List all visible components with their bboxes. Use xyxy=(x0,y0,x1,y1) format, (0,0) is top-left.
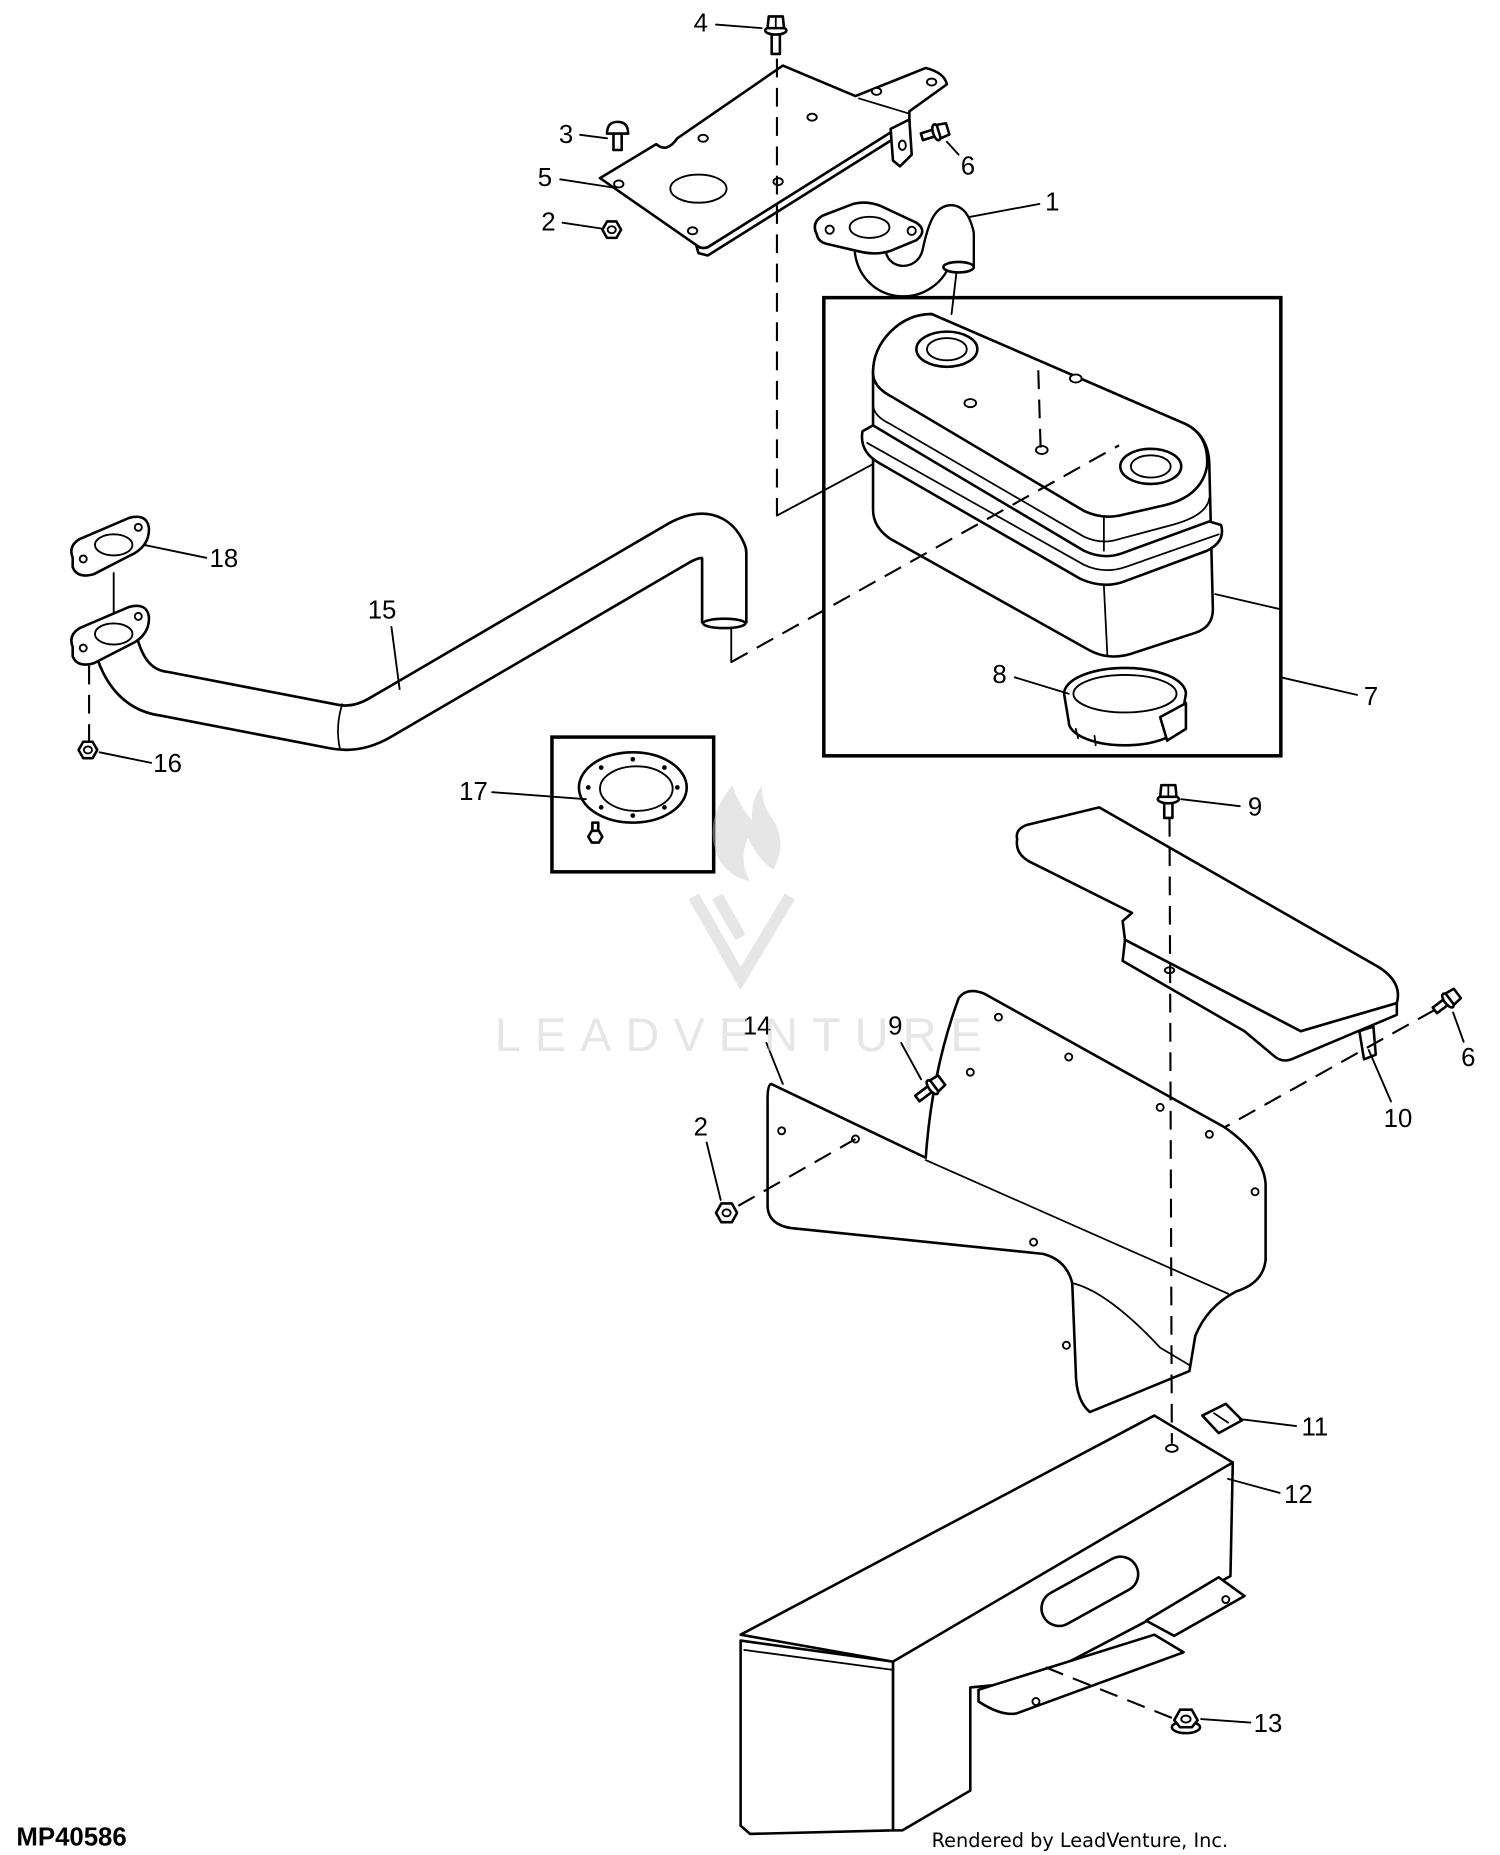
leader-line xyxy=(900,1041,923,1081)
gasket-kit-frame xyxy=(550,735,716,874)
flange-bolt xyxy=(1156,783,1181,820)
callout-4: 4 xyxy=(694,9,708,37)
leader-line xyxy=(705,1141,722,1201)
leader-line xyxy=(491,791,587,801)
leader-line xyxy=(765,1041,784,1085)
flange-bolt xyxy=(913,1074,947,1103)
leader-line xyxy=(1214,593,1282,611)
callout-11: 11 xyxy=(1301,1413,1328,1441)
callout-14: 14 xyxy=(743,1013,772,1041)
flange-nut xyxy=(1170,1708,1202,1735)
leader-line xyxy=(715,23,763,30)
watermark-v-icon xyxy=(688,893,795,991)
watermark: LEADVENTURE xyxy=(495,785,996,1061)
leader-line xyxy=(1180,798,1241,808)
exhaust-clamp xyxy=(1062,666,1188,747)
leader-line xyxy=(1013,676,1070,695)
screw xyxy=(586,821,604,844)
muffler-kit-frame xyxy=(822,295,1283,758)
alignment-line xyxy=(730,444,1120,664)
callout-2: 2 xyxy=(694,1113,708,1141)
callout-1: 1 xyxy=(1045,189,1059,217)
callout-6: 6 xyxy=(961,152,975,180)
callout-9: 9 xyxy=(888,1013,902,1041)
leader-line xyxy=(143,543,208,559)
callout-7: 7 xyxy=(1364,683,1378,711)
leader-line xyxy=(1200,1718,1252,1724)
watermark-flame-icon xyxy=(712,785,781,882)
pipe-flange xyxy=(70,604,151,666)
callout-17: 17 xyxy=(459,778,488,806)
alignment-line xyxy=(1224,1009,1435,1129)
callout-16: 16 xyxy=(153,750,182,778)
mounting-bracket xyxy=(598,64,949,257)
alignment-line xyxy=(950,273,958,315)
leader-line xyxy=(1367,1049,1392,1103)
leader-line xyxy=(1227,1477,1281,1494)
alignment-line xyxy=(737,1138,856,1207)
leader-line xyxy=(1279,676,1358,696)
callout-13: 13 xyxy=(1254,1710,1283,1738)
leader-line xyxy=(561,221,603,230)
leader-line xyxy=(98,751,153,764)
callout-3: 3 xyxy=(559,121,573,149)
callout-5: 5 xyxy=(538,164,552,192)
leader-line xyxy=(1452,1011,1465,1043)
flange-bolt xyxy=(1431,987,1463,1015)
callouts: 4 3 6 5 1 2 18 15 16 17 8 7 9 14 9 2 6 1… xyxy=(153,9,1475,1737)
tailpipe xyxy=(92,512,748,752)
lower-heat-shield xyxy=(739,1414,1246,1836)
leader-line xyxy=(390,625,401,690)
hex-nut xyxy=(77,740,99,760)
callout-6: 6 xyxy=(1461,1044,1475,1072)
alignment-line xyxy=(1036,1663,1173,1719)
figure-id: MP40586 xyxy=(16,1824,126,1852)
callout-18: 18 xyxy=(210,545,239,573)
hex-nut xyxy=(601,220,623,240)
callout-9: 9 xyxy=(1248,793,1262,821)
hex-nut xyxy=(714,1202,739,1224)
watermark-text: LEADVENTURE xyxy=(495,1009,996,1061)
callout-8: 8 xyxy=(992,661,1006,689)
leader-line xyxy=(945,140,960,156)
alignment-line xyxy=(1037,370,1042,448)
leader-line xyxy=(1238,1418,1298,1428)
callout-12: 12 xyxy=(1284,1481,1313,1509)
upper-heat-shield xyxy=(1015,806,1400,1062)
carriage-bolt xyxy=(605,120,630,152)
leader-lines xyxy=(98,23,1465,1724)
flange-bolt xyxy=(919,121,951,142)
exhaust-elbow xyxy=(813,201,976,298)
callout-10: 10 xyxy=(1384,1105,1413,1133)
render-credit: Rendered by LeadVenture, Inc. xyxy=(932,1829,1228,1852)
leader-line xyxy=(969,202,1041,218)
alignment-line xyxy=(1168,817,1173,1444)
spark-arrestor-gasket xyxy=(577,751,689,824)
leader-line xyxy=(559,178,614,189)
muffler-heat-shield xyxy=(766,989,1267,1414)
callout-15: 15 xyxy=(368,597,397,625)
flange-bolt xyxy=(763,15,788,56)
speed-clip xyxy=(1201,1402,1244,1435)
flange-gasket xyxy=(70,515,151,577)
muffler xyxy=(860,312,1224,658)
callout-2: 2 xyxy=(541,209,555,237)
leader-line xyxy=(579,133,608,140)
